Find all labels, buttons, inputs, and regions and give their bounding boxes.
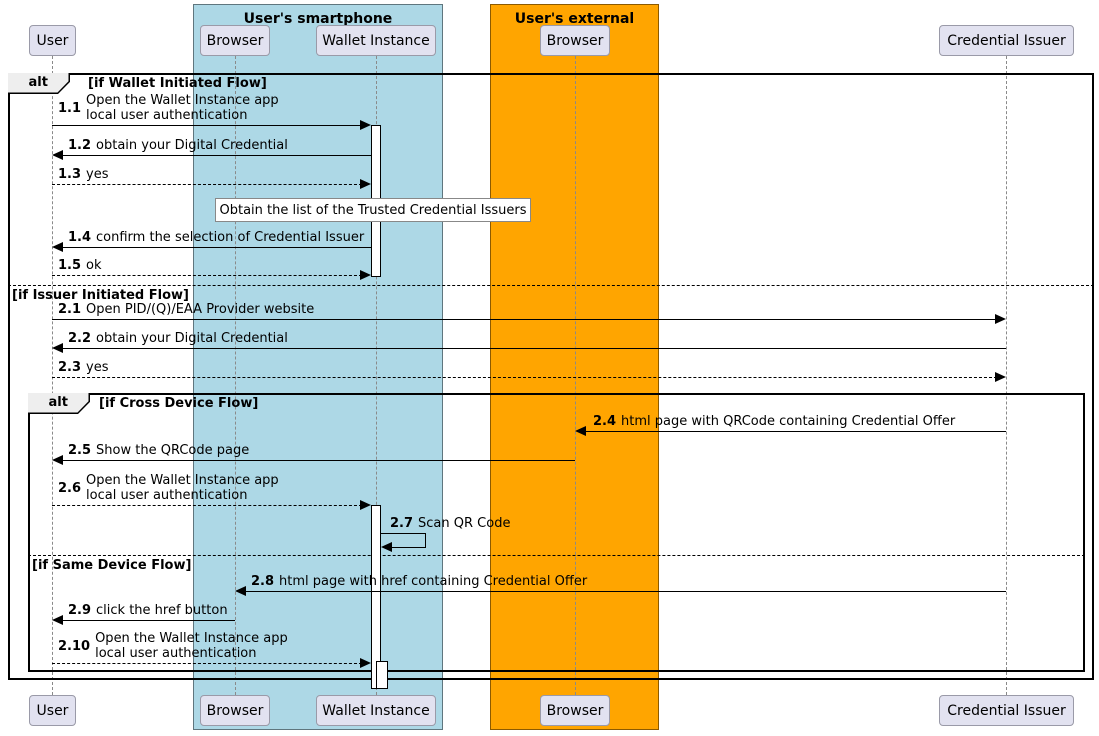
arrowhead-right	[995, 314, 1006, 324]
message-number: 2.7	[390, 516, 414, 531]
participant-user-top: User	[29, 25, 76, 56]
arrowhead-left	[52, 343, 63, 353]
alt-outer-guard-2: [if Issuer Initiated Flow]	[12, 288, 189, 303]
message-number: 1.4	[68, 230, 92, 245]
lifeline-browser-external	[575, 56, 576, 695]
alt-frame-inner-tab: alt	[28, 393, 90, 414]
message-text: local user authentication	[86, 108, 248, 123]
message-number: 2.3	[58, 360, 82, 375]
alt-keyword: alt	[28, 393, 89, 413]
message-text: yes	[86, 360, 109, 375]
participant-browser-external-bottom: Browser	[540, 695, 610, 726]
message-text: confirm the selection of Credential Issu…	[96, 230, 365, 245]
arrowhead-right	[360, 500, 371, 510]
arrowhead-left	[52, 242, 63, 252]
message-number: 2.2	[68, 331, 92, 346]
message-number: 1.5	[58, 258, 82, 273]
arrowhead-left	[52, 615, 63, 625]
message-text: Open the Wallet Instance app	[86, 473, 279, 488]
lifeline-credential-issuer	[1006, 56, 1007, 695]
arrowhead-right	[995, 372, 1006, 382]
participant-browser-phone-bottom: Browser	[200, 695, 270, 726]
message-text: obtain your Digital Credential	[96, 331, 288, 346]
alt-frame-outer	[8, 73, 1094, 680]
activation-wallet-3	[376, 661, 388, 689]
message-text: html page with QRCode containing Credent…	[621, 414, 956, 429]
alt-inner-divider	[28, 555, 1085, 556]
message-text: click the href button	[96, 603, 228, 618]
arrowhead-left	[235, 586, 246, 596]
note-text: Obtain the list of the Trusted Credentia…	[219, 202, 527, 218]
lifeline-wallet-instance	[376, 56, 377, 695]
alt-inner-guard-1: [if Cross Device Flow]	[99, 396, 259, 411]
message-text: html page with href containing Credentia…	[279, 574, 588, 589]
alt-frame-inner	[28, 393, 1085, 672]
arrowhead-right	[360, 658, 371, 668]
alt-outer-guard-1: [if Wallet Initiated Flow]	[88, 76, 267, 91]
lifeline-user	[52, 56, 53, 695]
message-text: Open PID/(Q)/EAA Provider website	[86, 302, 315, 317]
participant-issuer-top: Credential Issuer	[939, 25, 1074, 56]
message-number: 1.3	[58, 167, 82, 182]
note: Obtain the list of the Trusted Credentia…	[215, 198, 531, 222]
participant-user-bottom: User	[29, 695, 76, 726]
participant-wallet-top: Wallet Instance	[316, 25, 436, 56]
arrowhead-right	[360, 270, 371, 280]
arrowhead-left	[52, 455, 63, 465]
message-number: 2.5	[68, 443, 92, 458]
participant-issuer-bottom: Credential Issuer	[939, 695, 1074, 726]
message-text: local user authentication	[86, 488, 248, 503]
message-text: Open the Wallet Instance app	[95, 631, 288, 646]
alt-keyword: alt	[8, 73, 69, 93]
message-text: local user authentication	[95, 646, 257, 661]
message-number: 2.6	[58, 480, 82, 496]
device-box-smartphone-title: User's smartphone	[243, 11, 393, 27]
message-number: 2.10	[58, 638, 91, 654]
message-text: obtain your Digital Credential	[96, 138, 288, 153]
message-text: ok	[86, 258, 102, 273]
arrowhead-left	[52, 150, 63, 160]
message-number: 1.2	[68, 138, 92, 153]
message-text: Open the Wallet Instance app	[86, 93, 279, 108]
participant-browser-phone-top: Browser	[200, 25, 270, 56]
message-number: 2.1	[58, 302, 82, 317]
message-text: Show the QRCode page	[96, 443, 250, 458]
lifeline-browser-phone	[235, 56, 236, 695]
arrowhead-left	[381, 542, 392, 552]
message-text: Scan QR Code	[418, 516, 511, 531]
alt-inner-guard-2: [if Same Device Flow]	[32, 558, 192, 573]
message-number: 2.8	[251, 574, 275, 589]
arrowhead-left	[575, 426, 586, 436]
message-number: 1.1	[58, 100, 82, 116]
participant-browser-external-top: Browser	[540, 25, 610, 56]
arrowhead-right	[360, 120, 371, 130]
arrowhead-right	[360, 179, 371, 189]
participant-wallet-bottom: Wallet Instance	[316, 695, 436, 726]
message-number: 2.9	[68, 603, 92, 618]
alt-outer-divider	[8, 285, 1094, 286]
message-number: 2.4	[593, 414, 617, 429]
message-text: yes	[86, 167, 109, 182]
alt-frame-outer-tab: alt	[8, 73, 70, 94]
